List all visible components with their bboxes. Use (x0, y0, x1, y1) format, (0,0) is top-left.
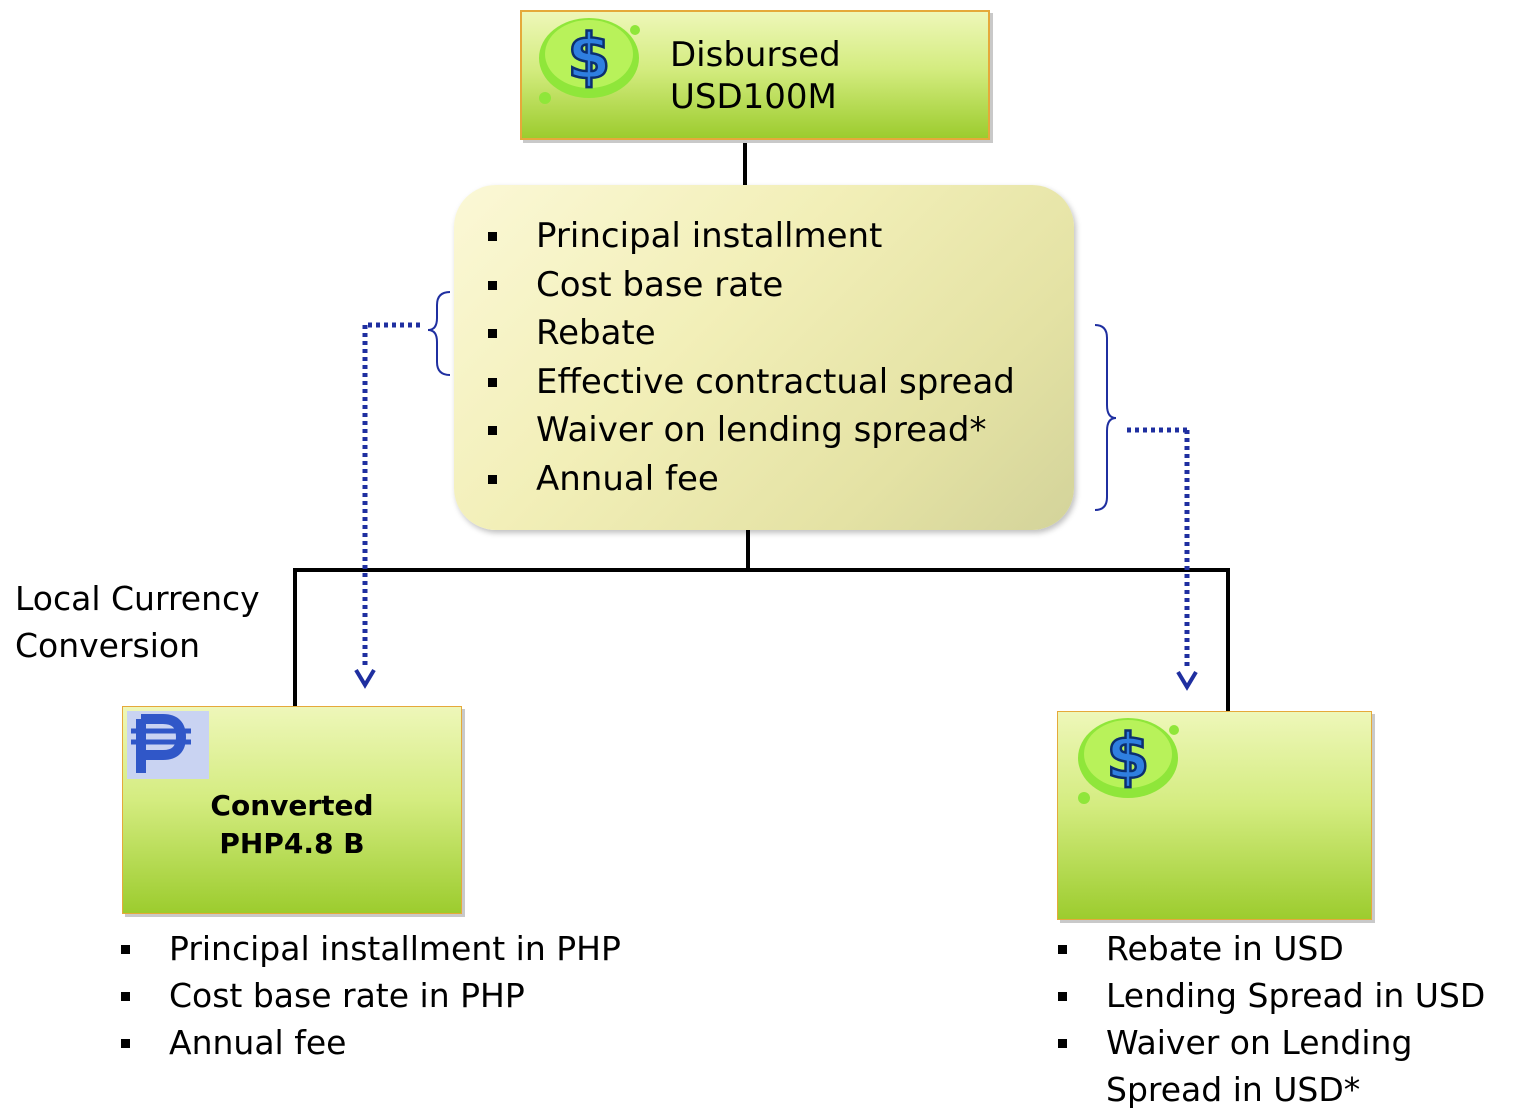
list-item: Cost base rate in PHP (121, 972, 621, 1019)
list-item: Lending Spread in USD (1058, 972, 1485, 1019)
left-dotted-arrow (354, 322, 420, 689)
payment-components-box (454, 185, 1074, 530)
peso-icon (127, 711, 209, 779)
converted-label: Converted (210, 789, 374, 822)
list-item: Waiver on Lending (1058, 1019, 1485, 1066)
list-item-continuation: Spread in USD* (1106, 1070, 1361, 1109)
svg-text:$: $ (1106, 720, 1149, 793)
converted-amount: PHP4.8 B (219, 827, 365, 860)
disbursed-box: $ Disbursed USD100M (520, 10, 990, 140)
usd-box: $ (1057, 711, 1372, 920)
list-item: Rebate in USD (1058, 925, 1485, 972)
payment-components-list: Principal installment Cost base rate Reb… (488, 212, 1015, 504)
dollar-icon: $ (1078, 718, 1179, 804)
list-item: Principal installment (488, 212, 1015, 261)
local-currency-conversion-label: Local Currency Conversion (15, 579, 260, 665)
php-components-list: Principal installment in PHP Cost base r… (121, 925, 621, 1066)
svg-text:$: $ (567, 20, 610, 93)
list-item: Cost base rate (488, 261, 1015, 310)
dollar-icon: $ (539, 18, 640, 104)
right-brace (1094, 324, 1117, 511)
list-item: Principal installment in PHP (121, 925, 621, 972)
disbursed-amount: USD100M (670, 77, 837, 117)
list-item: Effective contractual spread (488, 358, 1015, 407)
left-brace (427, 291, 451, 376)
converted-php-box: Converted PHP4.8 B (122, 706, 462, 914)
right-dotted-arrow (1127, 427, 1198, 691)
list-item: Annual fee (121, 1019, 621, 1066)
disbursed-label: Disbursed (670, 35, 841, 75)
list-item: Waiver on lending spread* (488, 406, 1015, 455)
list-item: Rebate (488, 309, 1015, 358)
list-item: Annual fee (488, 455, 1015, 504)
usd-components-list: Rebate in USD Lending Spread in USD Waiv… (1058, 925, 1485, 1113)
